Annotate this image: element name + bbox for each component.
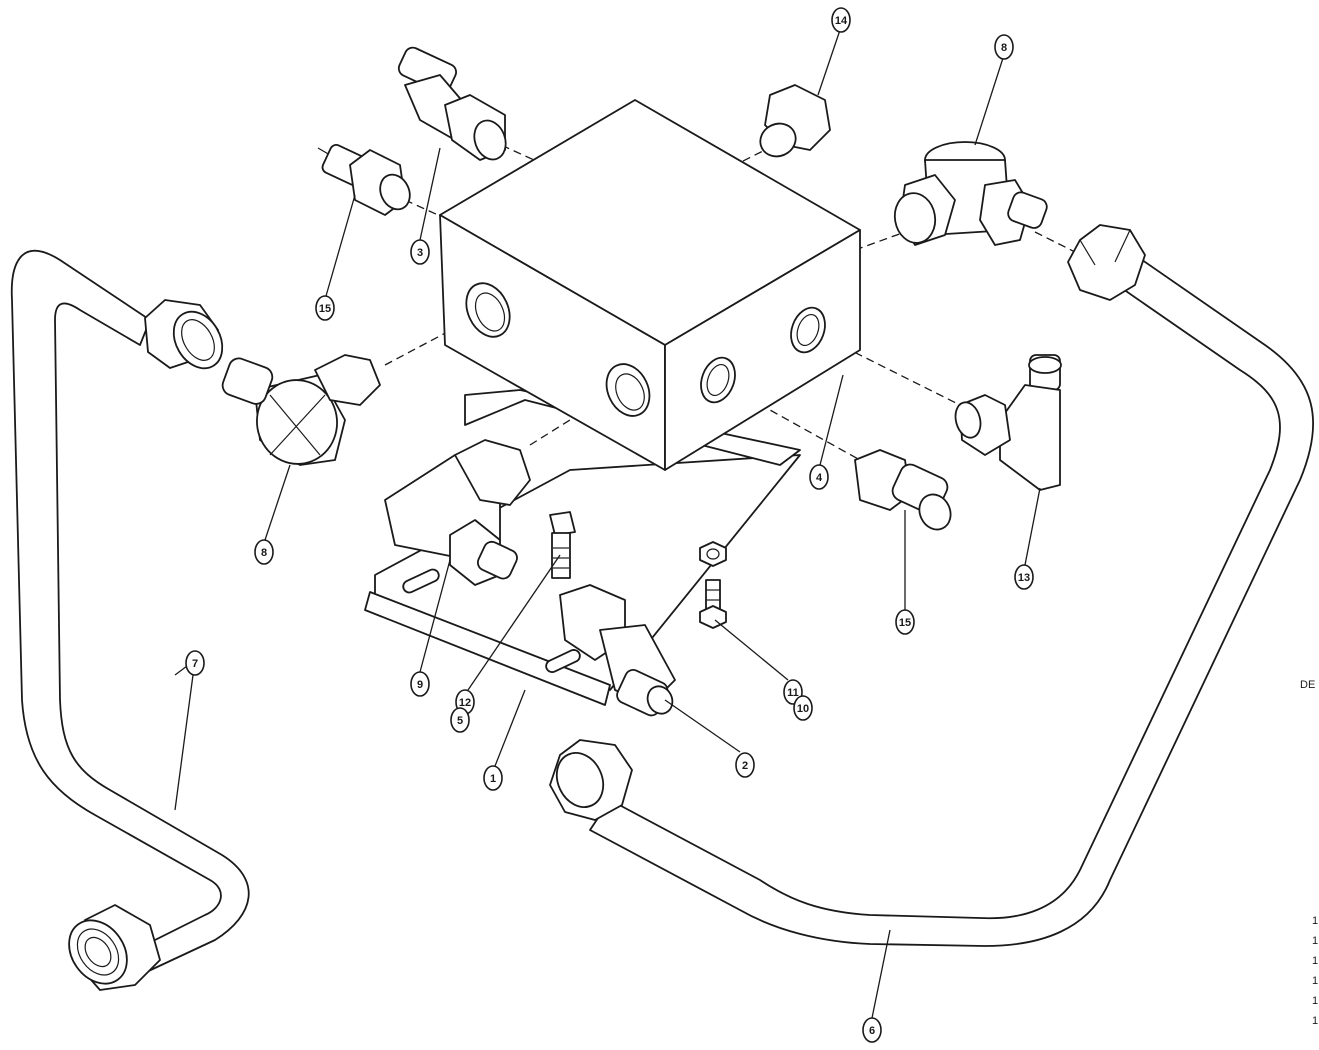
manifold-block-4 bbox=[439, 99, 861, 471]
edge-mark: 1 bbox=[1312, 1015, 1318, 1027]
nut-10 bbox=[699, 541, 727, 567]
elbow-fitting-13 bbox=[954, 354, 1062, 491]
edge-mark: 1 bbox=[1312, 995, 1318, 1007]
callout-14-label: 14 bbox=[835, 15, 848, 27]
callout-7: 7 bbox=[185, 650, 205, 676]
callout-10-label: 10 bbox=[797, 703, 809, 715]
callout-15-lower: 15 bbox=[895, 609, 915, 635]
tube-7-nut-upper bbox=[144, 299, 224, 370]
callout-11-label: 11 bbox=[787, 687, 799, 699]
bolt-12 bbox=[549, 511, 576, 579]
port-side-1 bbox=[700, 356, 736, 404]
tube-7 bbox=[10, 249, 250, 991]
callout-2: 2 bbox=[735, 752, 755, 778]
callout-6: 6 bbox=[862, 1017, 882, 1043]
port-front bbox=[605, 363, 651, 417]
edge-text-de: DE bbox=[1300, 679, 1315, 691]
callout-3-label: 3 bbox=[417, 247, 423, 259]
callout-8-left-label: 8 bbox=[261, 547, 267, 559]
port-side-2 bbox=[790, 306, 826, 354]
callout-1-label: 1 bbox=[490, 773, 496, 785]
callout-2-label: 2 bbox=[742, 760, 748, 772]
tube-6-nut-right bbox=[1067, 224, 1146, 301]
elbow-fitting-2 bbox=[559, 584, 676, 717]
tee-fitting-8-upper bbox=[893, 141, 1048, 246]
callout-15-upper: 15 bbox=[315, 295, 335, 321]
tee-fitting-8-left bbox=[221, 354, 381, 466]
plug-14 bbox=[759, 84, 831, 158]
callout-9: 9 bbox=[410, 671, 430, 697]
elbow-fitting-3 bbox=[397, 46, 507, 161]
callout-4: 4 bbox=[809, 464, 829, 490]
bracket-1 bbox=[364, 389, 801, 706]
callout-15-lower-label: 15 bbox=[899, 617, 911, 629]
callout-9-label: 9 bbox=[417, 679, 423, 691]
callout-8-upper: 8 bbox=[994, 34, 1014, 60]
union-fitting-15-upper bbox=[317, 144, 411, 216]
edge-mark: 1 bbox=[1312, 915, 1318, 927]
callout-8-upper-label: 8 bbox=[1001, 42, 1007, 54]
edge-mark: 1 bbox=[1312, 955, 1318, 967]
edge-mark: 1 bbox=[1312, 975, 1318, 987]
callout-8-left: 8 bbox=[254, 539, 274, 565]
tube-6-nut-left bbox=[549, 739, 633, 821]
elbow-fitting-9 bbox=[384, 439, 531, 586]
callout-1: 1 bbox=[483, 765, 503, 791]
callout-13-label: 13 bbox=[1018, 572, 1030, 584]
callout-10: 10 bbox=[793, 695, 813, 721]
port-left bbox=[465, 282, 511, 338]
edge-mark: 1 bbox=[1312, 935, 1318, 947]
union-fitting-15-lower bbox=[854, 449, 952, 531]
callout-6-label: 6 bbox=[869, 1025, 875, 1037]
callout-13: 13 bbox=[1014, 564, 1034, 590]
edge-marks: 1 1 1 1 1 1 bbox=[1312, 915, 1318, 1027]
callout-15-upper-label: 15 bbox=[319, 303, 331, 315]
callout-7-label: 7 bbox=[192, 658, 198, 670]
tube-6 bbox=[549, 224, 1314, 947]
callout-3: 3 bbox=[410, 239, 430, 265]
callout-4-label: 4 bbox=[816, 472, 823, 484]
callout-5: 5 bbox=[450, 707, 470, 733]
screw-11 bbox=[699, 579, 727, 629]
callout-5-label: 5 bbox=[457, 715, 463, 727]
tube-7-nut-lower bbox=[68, 904, 161, 991]
callout-12-label: 12 bbox=[459, 697, 471, 709]
callout-14: 14 bbox=[831, 7, 851, 33]
